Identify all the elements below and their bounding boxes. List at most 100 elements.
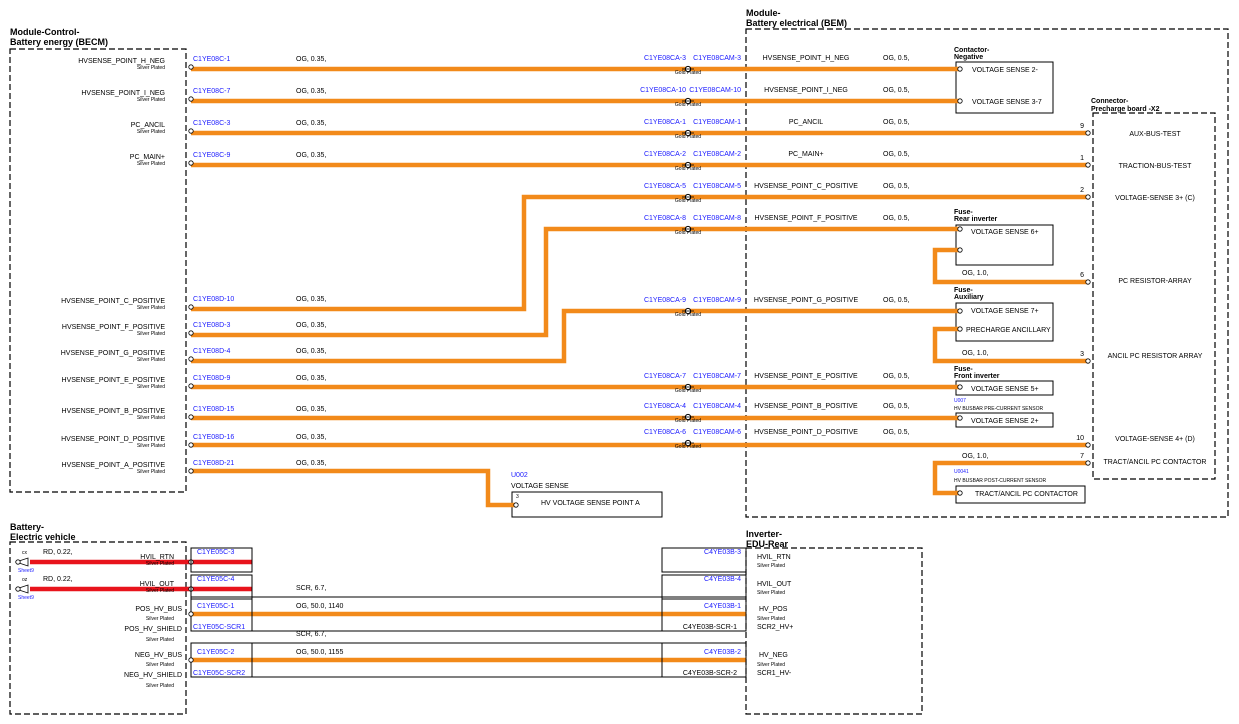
battery-module-frame [9, 541, 187, 715]
x2-pin-label: VOLTAGE-SENSE 3+ (C) [1115, 195, 1195, 202]
bem-connector-id-b: C1YE08CAM-7 [693, 373, 741, 380]
x2-pin-number: 7 [1080, 453, 1084, 460]
svg-text:VOLTAGE SENSE 2+: VOLTAGE SENSE 2+ [971, 418, 1039, 425]
becm-pin-label: HVSENSE_POINT_C_POSITIVE [61, 298, 165, 305]
bem-signal-label: PC_MAIN+ [788, 151, 823, 158]
bem-wire-spec: OG, 0.5, [883, 55, 910, 62]
svg-text:VOLTAGE SENSE 5+: VOLTAGE SENSE 5+ [971, 386, 1039, 393]
bem-connector-id-a: C1YE08CA-3 [644, 55, 686, 62]
component-pin-terminal [957, 326, 963, 332]
battery-shield-plating: Silver Plated [146, 637, 174, 643]
bem-connector-plating: Gold Plated [675, 102, 701, 108]
battery-hv-terminal [188, 657, 194, 663]
svg-text:VOLTAGE SENSE 7+: VOLTAGE SENSE 7+ [971, 308, 1039, 315]
bem-connector-id-b: C1YE08CAM-8 [693, 215, 741, 222]
battery-pin-label: HVIL_RTN [140, 554, 174, 561]
bem-signal-label: HVSENSE_POINT_H_NEG [763, 55, 850, 62]
svg-text:Contactor-: Contactor- [954, 47, 990, 54]
battery-hv-shield: NEG_HV_SHIELD [124, 672, 182, 679]
component-pin-terminal [957, 66, 963, 72]
bem-wire-spec: OG, 0.5, [883, 373, 910, 380]
tract-ancil-wire-spec: OG, 1.0, [962, 453, 989, 460]
inverter-hv-shield: SCR2_HV+ [757, 624, 793, 631]
becm-wire-spec: OG, 0.35, [296, 120, 326, 127]
bem-connector-id-b: C1YE08CAM-2 [693, 151, 741, 158]
inverter-hv-shield: SCR1_HV- [757, 670, 792, 677]
bem-module-frame [745, 28, 1229, 518]
x2-pin-label: PC RESISTOR-ARRAY [1118, 278, 1192, 285]
inverter-pin-label: HVIL_RTN [757, 554, 791, 561]
wire-g-positive [191, 308, 960, 364]
becm-pin-terminal [188, 128, 194, 134]
becm-pin-plating: Silver Plated [137, 443, 165, 449]
bem-connector-id-a: C1YE08CA-6 [644, 429, 686, 436]
becm-module-frame [9, 48, 187, 493]
becm-pin-terminal [188, 356, 194, 362]
bem-connector-id-a: C1YE08CA-1 [644, 119, 686, 126]
x2-pin-terminal [1085, 460, 1091, 466]
wire-c-positive [191, 194, 1088, 312]
x2-pin-number: 1 [1080, 155, 1084, 162]
hv-shield-spec: SCR, 6.7, [296, 631, 326, 638]
battery-pin-plating: Silver Plated [146, 561, 174, 567]
precharge-connector-frame [1092, 112, 1216, 480]
becm-wire-spec: OG, 0.35, [296, 322, 326, 329]
inverter-hv-connector: C4YE03B-1 [704, 603, 741, 610]
becm-connector-id: C1YE08D-16 [193, 434, 234, 441]
inverter-hv-connector: C4YE03B-2 [704, 649, 741, 656]
x2-pin-terminal [1085, 194, 1091, 200]
svg-text:Negative: Negative [954, 54, 983, 61]
becm-pin-label: HVSENSE_POINT_E_POSITIVE [62, 377, 166, 384]
svg-text:Fuse-: Fuse- [954, 287, 973, 294]
becm-pin-label: HVSENSE_POINT_A_POSITIVE [62, 462, 166, 469]
becm-title-2: Battery energy (BECM) [10, 37, 108, 47]
becm-connector-id: C1YE08D-21 [193, 460, 234, 467]
inverter-hv-pin: HV_POS [759, 606, 788, 613]
bem-connector-plating: Gold Plated [675, 418, 701, 424]
battery-hv-connector: C1YE05C-2 [197, 649, 234, 656]
precharge-title-2: Precharge board -X2 [1091, 106, 1160, 113]
inverter-connector-id: C4YE03B-4 [704, 576, 741, 583]
becm-title-1: Module-Control- [10, 27, 79, 37]
x2-pin-label: ANCIL PC RESISTOR ARRAY [1108, 353, 1203, 360]
x2-pin-terminal [1085, 279, 1091, 285]
becm-wire-spec: OG, 0.35, [296, 348, 326, 355]
wire-f-positive [191, 226, 960, 338]
battery-hv-shield: POS_HV_SHIELD [124, 626, 182, 633]
becm-pin-plating: Silver Plated [137, 305, 165, 311]
component-pin-terminal [957, 98, 963, 104]
svg-text:U0041: U0041 [954, 469, 969, 475]
becm-connector-id: C1YE08C-7 [193, 88, 230, 95]
becm-connector-id: C1YE08C-9 [193, 152, 230, 159]
battery-connector-id: C1YE05C-4 [197, 576, 234, 583]
inverter-hv-plating: Silver Plated [757, 662, 785, 668]
becm-connector-id: C1YE08D-3 [193, 322, 230, 329]
battery-connector-id: C1YE05C-3 [197, 549, 234, 556]
x2-pin-number: 10 [1076, 435, 1084, 442]
svg-text:HV BUSBAR PRE-CURRENT SENSOR: HV BUSBAR PRE-CURRENT SENSOR [954, 406, 1043, 412]
becm-pin-label: HVSENSE_POINT_G_POSITIVE [61, 350, 166, 357]
component-pin-terminal [513, 502, 519, 508]
x2-pin-number: 3 [1080, 351, 1084, 358]
becm-wire-spec: OG, 0.35, [296, 88, 326, 95]
becm-pin-plating: Silver Plated [137, 384, 165, 390]
becm-pin-label: HVSENSE_POINT_F_POSITIVE [62, 324, 165, 331]
contactor-negative: Contactor- Negative VOLTAGE SENSE 2- VOL… [954, 47, 1054, 114]
battery-connector-box [190, 547, 253, 573]
bem-connector-id-a: C1YE08CA-7 [644, 373, 686, 380]
becm-pin-plating: Silver Plated [137, 65, 165, 71]
fuse-rear-inverter: Fuse- Rear inverter VOLTAGE SENSE 6+ [954, 209, 1054, 266]
inverter-title-2: EDU-Rear [746, 539, 789, 549]
svg-text:Front inverter: Front inverter [954, 373, 1000, 380]
becm-pin-label: PC_MAIN+ [130, 154, 165, 161]
becm-pin-label: PC_ANCIL [131, 122, 165, 129]
bem-title-2: Battery electrical (BEM) [746, 18, 847, 28]
u007-current-sensor: U007 HV BUSBAR PRE-CURRENT SENSOR VOLTAG… [954, 398, 1054, 428]
becm-connector-id: C1YE08D-4 [193, 348, 230, 355]
inverter-hv-connector-box [661, 596, 747, 632]
inverter-title-1: Inverter- [746, 529, 782, 539]
hvil-ref: cx [22, 550, 28, 556]
x2-pin-label: TRACT/ANCIL PC CONTACTOR [1104, 459, 1207, 466]
becm-pin-plating: Silver Plated [137, 415, 165, 421]
inverter-connector-id: C4YE03B-3 [704, 549, 741, 556]
